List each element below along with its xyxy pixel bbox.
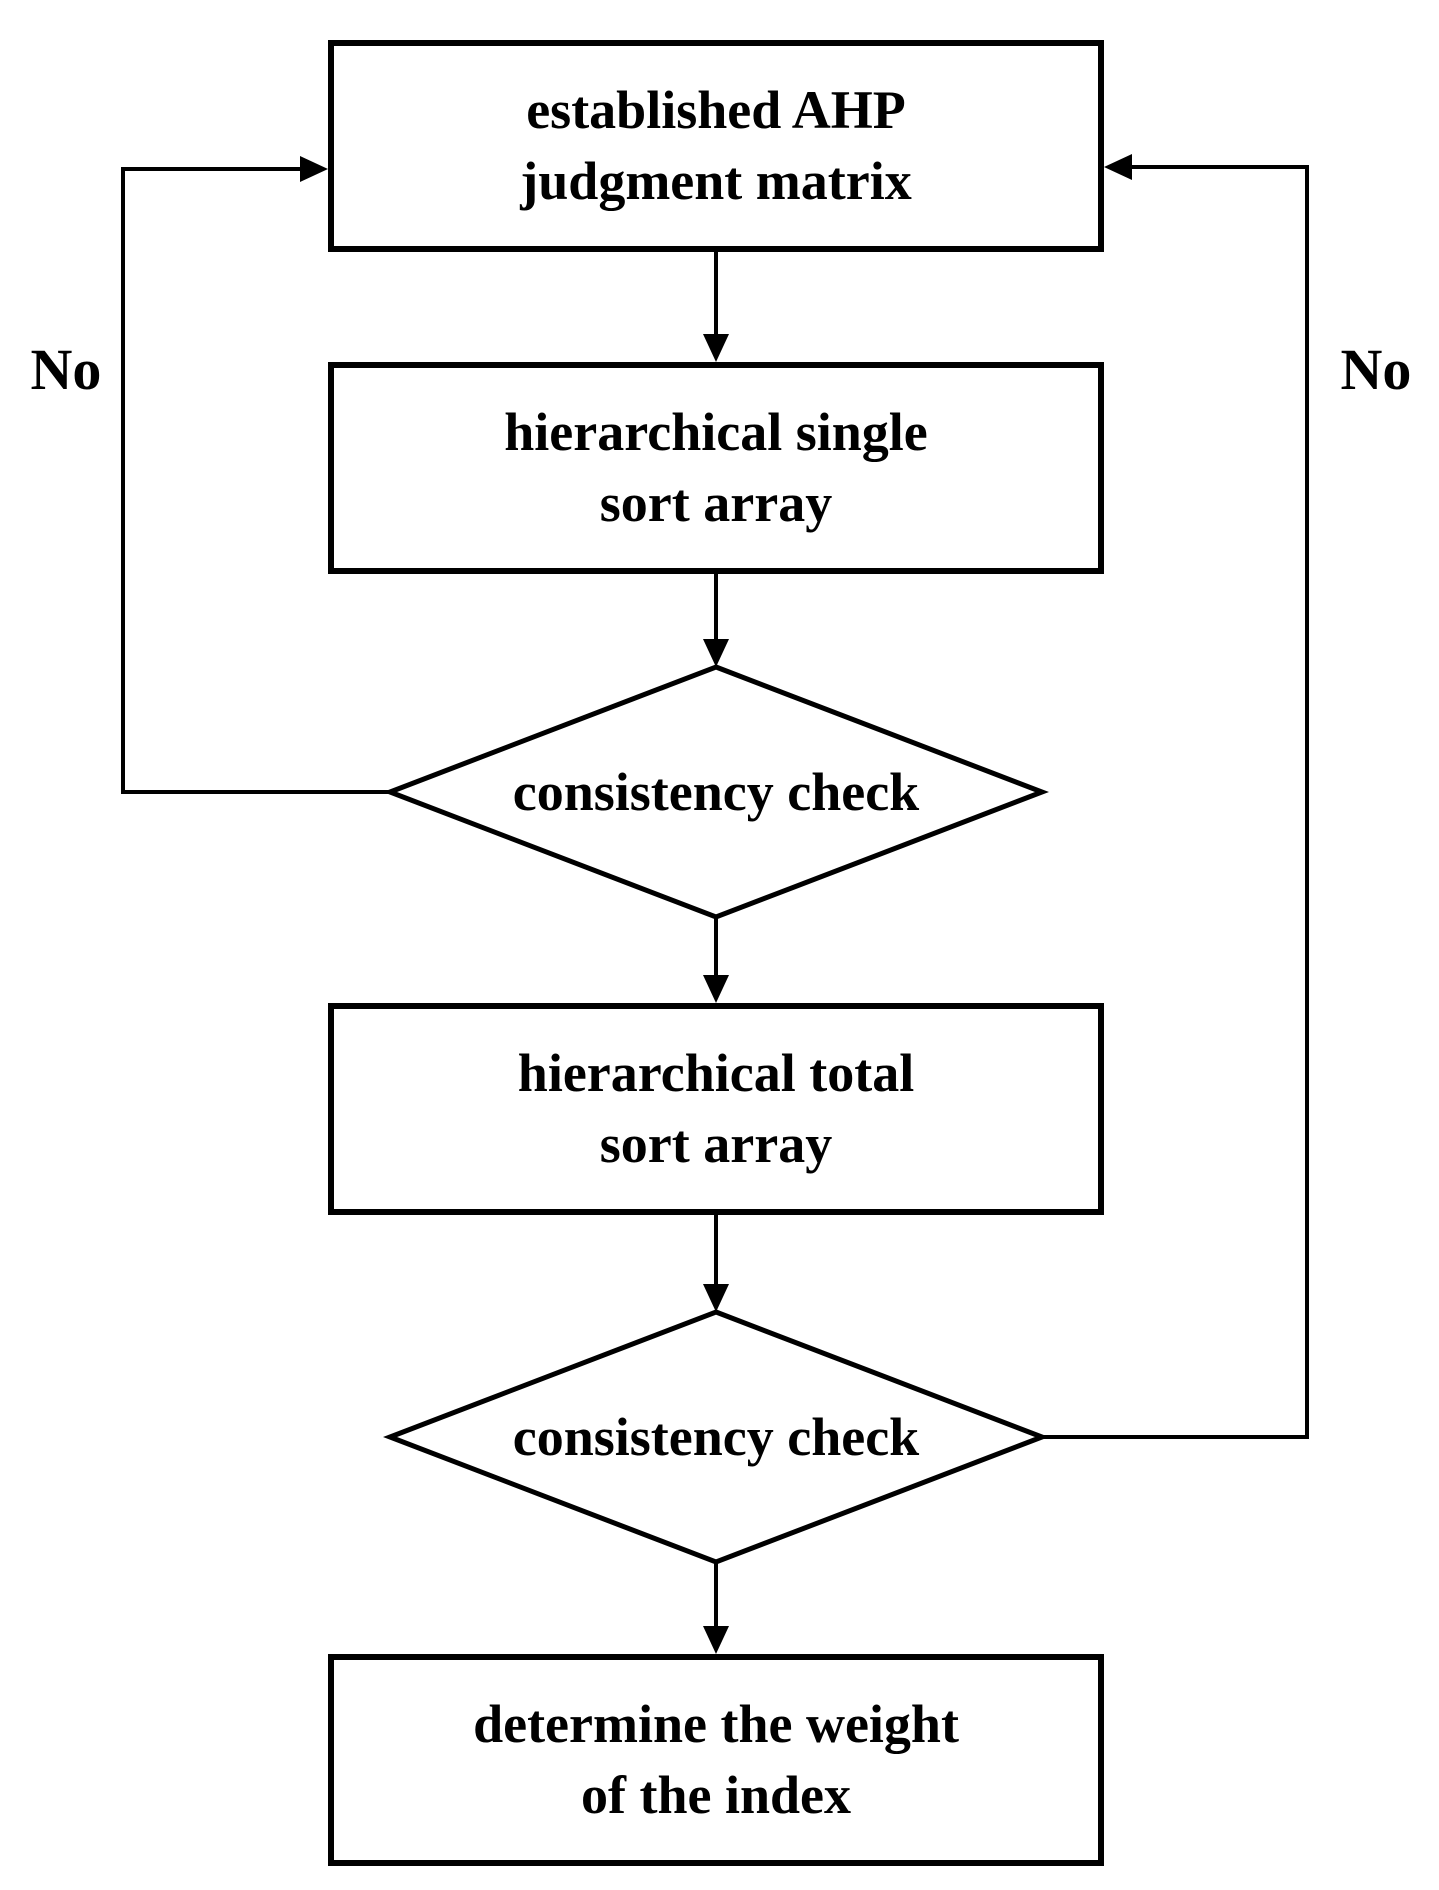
process-box-hierarchical-single-sort-array: hierarchical single sort array — [328, 362, 1104, 574]
process-box-text-line: established AHP — [526, 80, 906, 140]
process-box-text-line: determine the weight — [473, 1694, 959, 1754]
process-box-text-line: hierarchical total — [517, 1043, 915, 1103]
arrowhead-box3-to-diamond2-icon — [703, 1284, 729, 1312]
arrowhead-box1-to-box2-icon — [703, 334, 729, 362]
process-box-hierarchical-total-sort-array: hierarchical total sort array — [328, 1003, 1104, 1215]
flow-arrows — [703, 252, 729, 1654]
arrowhead-box2-to-diamond1-icon — [703, 639, 729, 667]
arrowhead-diamond2-to-box4-icon — [703, 1626, 729, 1654]
edge-label-no-right: No — [1340, 337, 1412, 402]
arrowhead-diamond1-to-box3-icon — [703, 975, 729, 1003]
process-box-text-line: sort array — [599, 473, 833, 533]
feedback-loop-right-arrowhead-icon — [1104, 154, 1132, 180]
process-box-text-line: hierarchical single — [504, 402, 928, 462]
process-box-established-ahp-judgment-matrix: established AHP judgment matrix — [328, 40, 1104, 252]
process-box-text-line: sort array — [599, 1114, 833, 1174]
process-box-text-line: of the index — [581, 1765, 851, 1825]
edge-label-no-left: No — [30, 337, 102, 402]
process-box-text-line: judgment matrix — [520, 151, 912, 211]
feedback-loop-left-arrowhead-icon — [300, 156, 328, 182]
feedback-loop-right-line — [1042, 165, 1309, 1439]
process-box-determine-the-weight-of-the-index: determine the weight of the index — [328, 1654, 1104, 1866]
feedback-loop-left-line — [121, 167, 390, 794]
decision-label-consistency-check-2: consistency check — [512, 1407, 920, 1467]
decision-label-consistency-check-1: consistency check — [512, 762, 920, 822]
